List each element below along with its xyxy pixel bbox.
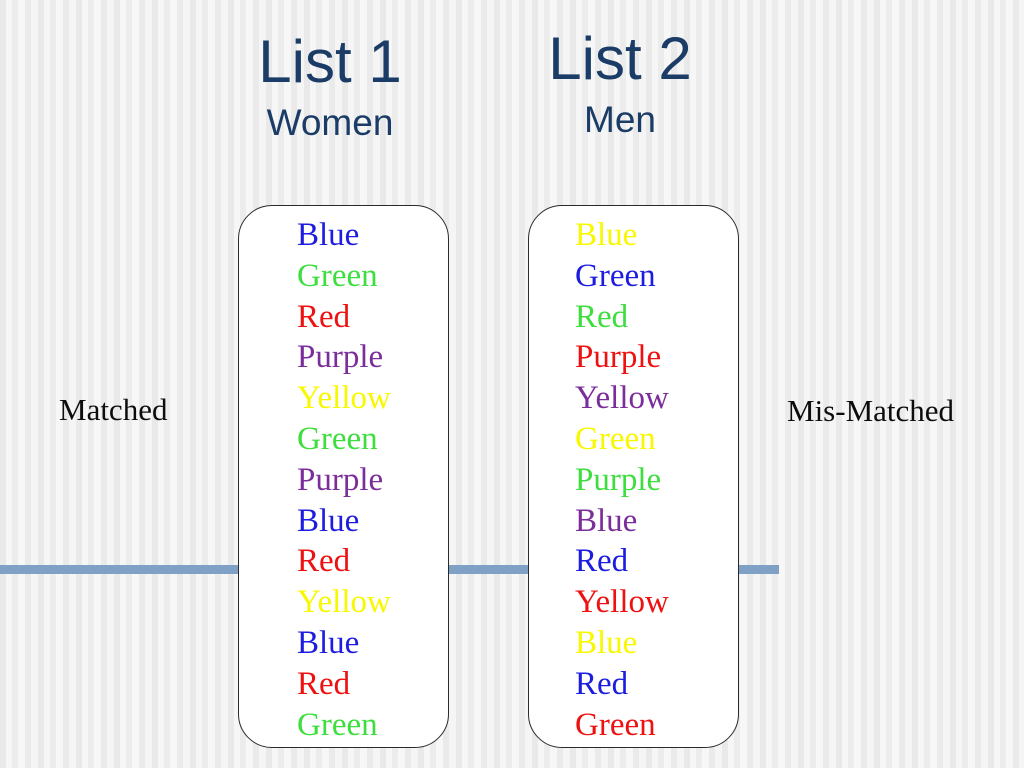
mismatched-label: Mis-Matched	[787, 393, 955, 428]
color-word: Red	[575, 298, 629, 335]
matched-label: Matched	[59, 392, 168, 427]
color-word: Green	[575, 257, 656, 294]
color-word: Green	[575, 420, 656, 457]
color-word: Red	[575, 543, 629, 580]
color-word: Red	[575, 665, 629, 702]
color-word: Red	[297, 665, 351, 702]
color-word: Red	[297, 298, 351, 335]
color-word: Yellow	[575, 380, 669, 417]
color-word: Blue	[575, 624, 638, 661]
color-word: Blue	[575, 217, 638, 253]
list2-title: List 2	[548, 25, 692, 92]
color-word: Purple	[575, 461, 662, 498]
color-word: Purple	[575, 339, 662, 376]
list1-title: List 1	[258, 28, 402, 95]
color-word: Blue	[575, 502, 638, 539]
list2-header: List 2 Men	[510, 27, 730, 141]
color-word: Green	[297, 257, 378, 294]
color-word: Yellow	[297, 584, 391, 621]
color-word: Yellow	[297, 380, 391, 417]
color-word: Yellow	[575, 584, 669, 621]
color-word: Purple	[297, 461, 384, 498]
color-word: Red	[297, 543, 351, 580]
list1-subtitle: Women	[266, 102, 394, 143]
list2-subtitle: Men	[584, 99, 656, 140]
color-word: Green	[297, 706, 378, 743]
color-word: Green	[297, 420, 378, 457]
color-word: Blue	[297, 624, 360, 661]
color-word: Green	[575, 706, 656, 743]
list1-header: List 1 Women	[220, 30, 440, 144]
color-word: Blue	[297, 217, 360, 253]
color-word: Purple	[297, 339, 384, 376]
color-word: Blue	[297, 502, 360, 539]
